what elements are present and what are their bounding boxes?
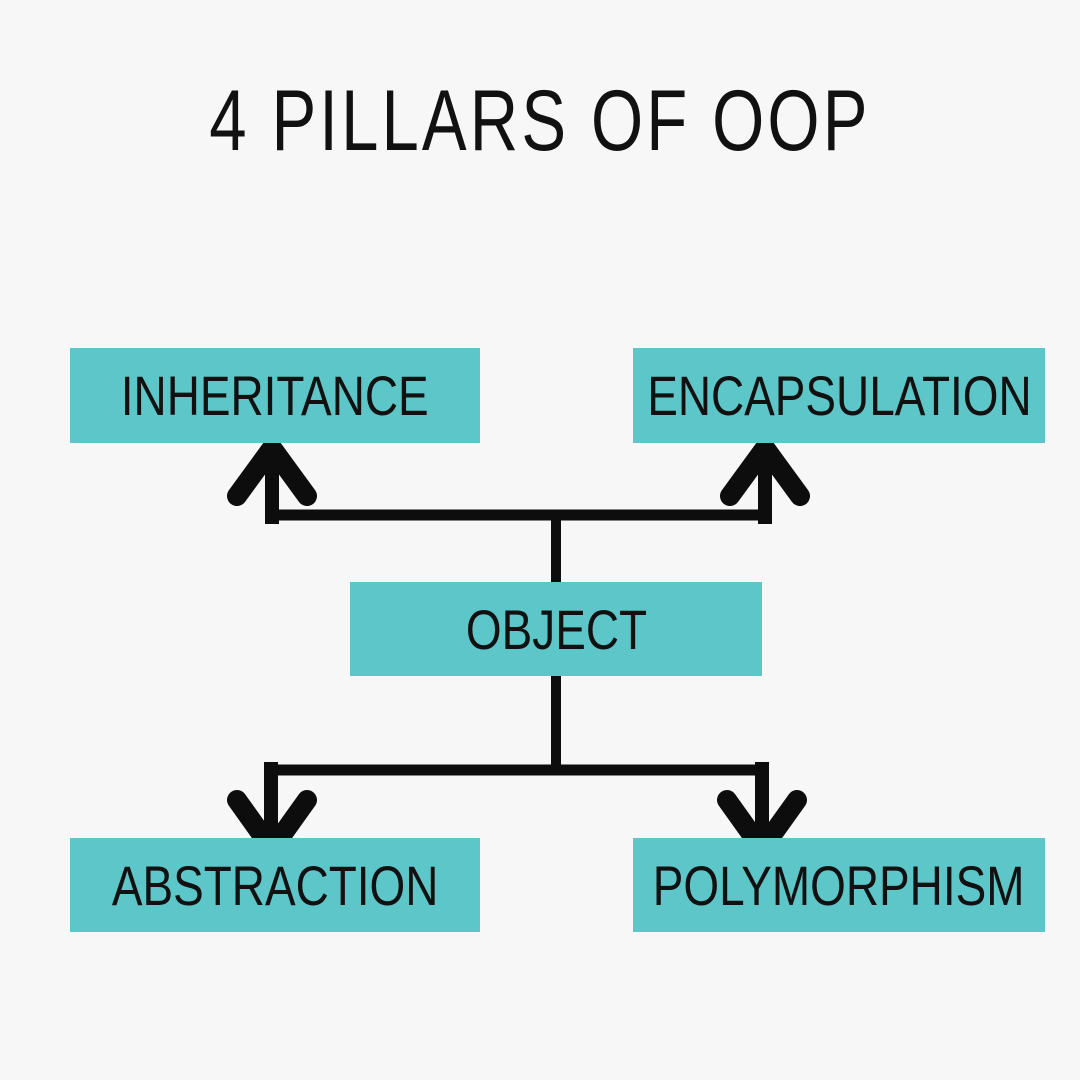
node-encapsulation-label: ENCAPSULATION	[646, 364, 1032, 427]
node-abstraction: ABSTRACTION	[70, 838, 480, 932]
node-inheritance-label: INHERITANCE	[121, 364, 429, 427]
node-object-label: OBJECT	[465, 597, 647, 661]
arrowhead-up-left-icon	[227, 438, 317, 506]
node-inheritance: INHERITANCE	[70, 348, 480, 443]
arrowhead-up-right-icon	[720, 438, 810, 506]
diagram-title: 4 PILLARS OF OOP	[0, 72, 1080, 171]
node-polymorphism-label: POLYMORPHISM	[653, 853, 1025, 917]
diagram-title-text: 4 PILLARS OF OOP	[209, 73, 871, 169]
node-polymorphism: POLYMORPHISM	[633, 838, 1045, 932]
node-abstraction-label: ABSTRACTION	[111, 853, 439, 917]
node-object: OBJECT	[350, 582, 762, 676]
node-encapsulation: ENCAPSULATION	[633, 348, 1045, 443]
